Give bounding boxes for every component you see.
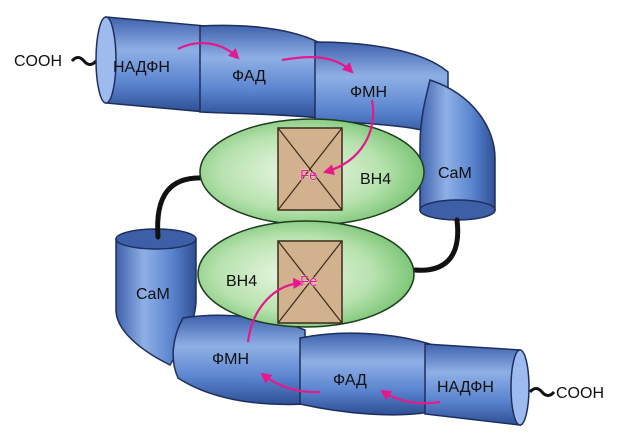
- arrow-fad-to-fmn-bottom: [260, 372, 321, 394]
- segment-nadph-bottom: [424, 343, 530, 426]
- segment-nadph-top: [95, 16, 207, 113]
- fad-label-bottom: ФАД: [333, 372, 367, 389]
- arrow-nadph-to-fad-bottom: [380, 389, 441, 405]
- fmn-label-bottom: ФМН: [212, 351, 249, 368]
- heme-box-bottom: [277, 240, 343, 324]
- fad-label-top: ФАД: [232, 68, 266, 85]
- arrow-fad-to-fmn-top: [281, 56, 354, 74]
- cam-label-right: CaM: [438, 165, 472, 182]
- cam-label-left: CaM: [136, 286, 170, 303]
- bh4-label-top: BH4: [360, 171, 391, 188]
- nadph-label-top: НАДФН: [113, 59, 170, 76]
- cooh-tail-top: [70, 56, 98, 66]
- fe-label-top: Fe: [300, 167, 318, 184]
- cooh-tail-bottom: [528, 387, 556, 397]
- arrow-fmn-to-fe-bottom: [246, 277, 305, 343]
- fe-label-bottom: Fe: [300, 273, 318, 290]
- nadph-label-bottom: НАДФН: [437, 379, 494, 396]
- arrow-fmn-to-fe-top: [322, 99, 375, 176]
- segment-cam-right: [419, 79, 496, 221]
- linker-left: [155, 175, 208, 240]
- cooh-label-top: COOH: [14, 53, 62, 70]
- cooh-label-bottom: COOH: [556, 385, 604, 402]
- arrow-nadph-to-fad-top: [177, 42, 240, 60]
- bh4-label-bottom: BH4: [226, 273, 257, 290]
- linker-right: [412, 217, 461, 273]
- electron-flow-arrows: [177, 42, 441, 405]
- fmn-label-top: ФМН: [350, 84, 387, 101]
- oxygenase-domain-bottom: [197, 220, 415, 328]
